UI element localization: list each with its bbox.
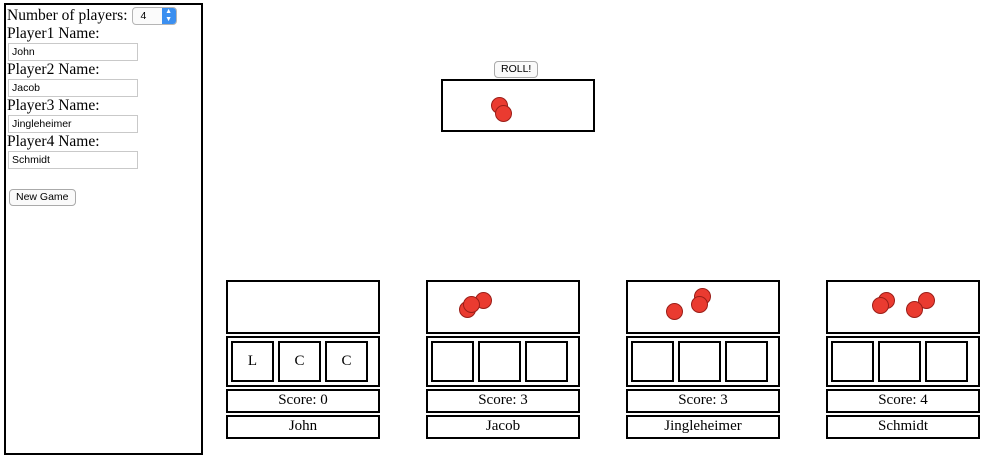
player-name: Jacob: [426, 415, 580, 439]
die-slot: L: [231, 341, 274, 382]
center-chip: [495, 105, 512, 122]
player-score: Score: 3: [626, 389, 780, 413]
player-score: Score: 3: [426, 389, 580, 413]
die-slot: [678, 341, 721, 382]
chevron-updown-icon: ▲▼: [161, 8, 176, 24]
player-chip-area: [626, 280, 780, 334]
player-score: Score: 4: [826, 389, 980, 413]
player1-name-label: Player1 Name:: [7, 25, 100, 42]
player3-name-input[interactable]: Jingleheimer: [8, 115, 138, 133]
player-dice-area: L C C: [226, 336, 380, 387]
die-slot: [525, 341, 568, 382]
die-slot: C: [325, 341, 368, 382]
player1-name-input[interactable]: John: [8, 43, 138, 61]
player-chip: [463, 296, 480, 313]
num-players-label: Number of players:: [7, 7, 128, 24]
player-name: John: [226, 415, 380, 439]
player2-name-label: Player2 Name:: [7, 61, 100, 78]
die-slot: [725, 341, 768, 382]
player-chip: [918, 292, 935, 309]
player-name: Jingleheimer: [626, 415, 780, 439]
player-chip: [666, 303, 683, 320]
settings-panel: Number of players: 4 ▲▼ Player1 Name: Jo…: [4, 3, 203, 455]
player2-name-input[interactable]: Jacob: [8, 79, 138, 97]
player-dice-area: [826, 336, 980, 387]
player-chip-area: [426, 280, 580, 334]
player-dice-area: [626, 336, 780, 387]
die-slot: C: [278, 341, 321, 382]
player-dice-area: [426, 336, 580, 387]
num-players-value: 4: [140, 10, 147, 22]
player-chip-area: [226, 280, 380, 334]
player-chip: [691, 296, 708, 313]
player-chip: [872, 297, 889, 314]
player-score: Score: 0: [226, 389, 380, 413]
die-slot: [831, 341, 874, 382]
player-name: Schmidt: [826, 415, 980, 439]
player4-name-input[interactable]: Schmidt: [8, 151, 138, 169]
player-chip: [906, 301, 923, 318]
num-players-select[interactable]: 4 ▲▼: [131, 7, 177, 25]
player3-name-label: Player3 Name:: [7, 97, 100, 114]
roll-button[interactable]: ROLL!: [494, 61, 539, 78]
player4-name-label: Player4 Name:: [7, 133, 100, 150]
player-chip-area: [826, 280, 980, 334]
center-pot: [441, 79, 595, 132]
new-game-button[interactable]: New Game: [9, 189, 76, 206]
die-slot: [925, 341, 968, 382]
num-players-row: Number of players: 4 ▲▼: [6, 7, 201, 25]
die-slot: [631, 341, 674, 382]
die-slot: [878, 341, 921, 382]
die-slot: [478, 341, 521, 382]
die-slot: [431, 341, 474, 382]
